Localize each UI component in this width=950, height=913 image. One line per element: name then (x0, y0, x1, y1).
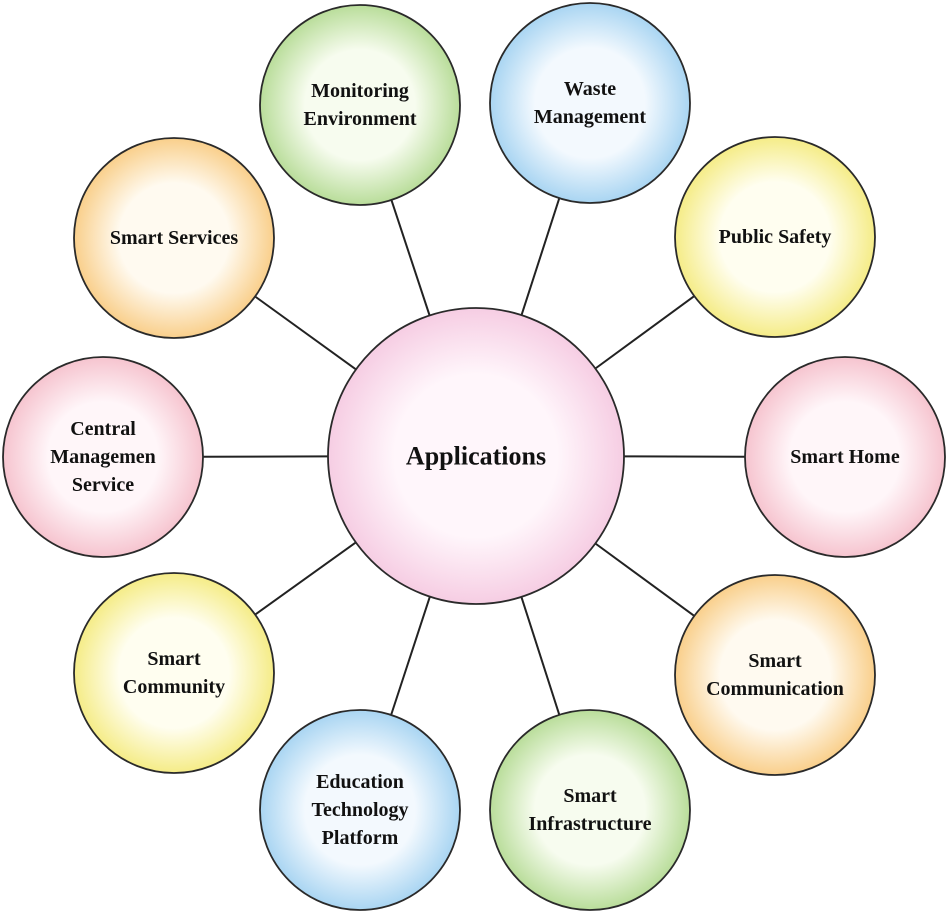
node-label-smart-community: Community (123, 676, 225, 698)
connector-smart-community (254, 541, 357, 616)
node-circle-smart-communication (674, 574, 876, 776)
node-circle-smart-community (73, 572, 275, 774)
node-label-smart-home: Smart Home (790, 446, 900, 468)
node-circle-central-management-service (2, 356, 204, 558)
node-label-smart-infrastructure: Smart (563, 785, 617, 807)
node-circle-waste-management (489, 2, 691, 204)
connector-waste-management (520, 197, 561, 316)
node-circle-education-technology-platform (259, 709, 461, 911)
node-label-public-safety: Public Safety (719, 226, 832, 248)
node-label-education-technology-platform: Education (316, 771, 404, 793)
node-public-safety: Public Safety (674, 136, 876, 338)
node-label-education-technology-platform: Platform (322, 827, 399, 849)
connector-smart-communication (594, 542, 695, 617)
center-label: Applications (406, 442, 546, 471)
center-node: Applications (327, 307, 625, 605)
node-label-waste-management: Waste (564, 78, 616, 100)
connector-lines (202, 197, 746, 716)
center-circle (327, 307, 625, 605)
node-label-smart-community: Smart (147, 648, 201, 670)
node-label-central-management-service: Central (70, 418, 136, 440)
connector-smart-services (254, 295, 357, 371)
node-smart-home: Smart Home (744, 356, 946, 558)
node-label-smart-services: Smart Services (110, 227, 239, 249)
node-label-smart-communication: Communication (706, 678, 844, 700)
connector-public-safety (594, 295, 695, 370)
node-label-waste-management: Management (534, 106, 647, 128)
node-label-smart-infrastructure: Infrastructure (529, 813, 652, 835)
node-label-central-management-service: Service (72, 474, 134, 496)
node-circle-smart-home (744, 356, 946, 558)
connector-smart-infrastructure (520, 596, 561, 716)
node-circle-smart-infrastructure (489, 709, 691, 911)
node-circle-monitoring-environment (259, 4, 461, 206)
node-circle-smart-services (73, 137, 275, 339)
node-label-smart-communication: Smart (748, 650, 802, 672)
node-smart-services: Smart Services (73, 137, 275, 339)
node-label-central-management-service: Managemen (50, 446, 156, 468)
connector-monitoring-environment (390, 199, 431, 316)
node-label-education-technology-platform: Technology (311, 799, 408, 821)
node-circle-public-safety (674, 136, 876, 338)
connector-education-technology-platform (390, 596, 431, 716)
node-label-monitoring-environment: Monitoring (311, 80, 409, 102)
node-label-monitoring-environment: Environment (304, 108, 417, 130)
